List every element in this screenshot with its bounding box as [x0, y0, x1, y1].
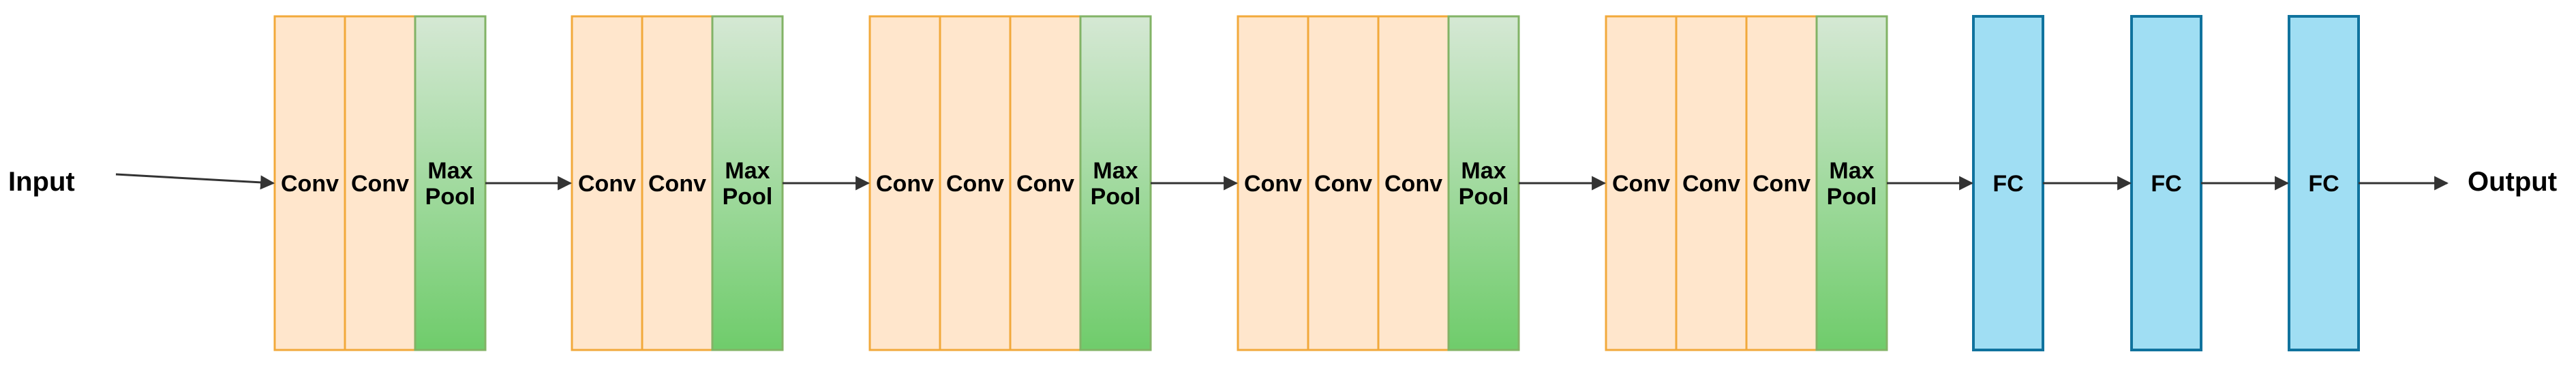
conv-layer-box — [1675, 15, 1748, 351]
conv-layer-box — [641, 15, 714, 351]
max-pool-label: Max — [1093, 158, 1138, 184]
input-label: Input — [8, 167, 75, 197]
conv-layer-label: Conv — [351, 171, 409, 197]
max-pool-label: Max — [1829, 158, 1874, 184]
connections — [115, 173, 2449, 191]
conv-layer-box — [1745, 15, 1818, 351]
max-pool-box — [1079, 15, 1152, 351]
max-pool-label: Pool — [1091, 184, 1141, 210]
max-pool-box — [1447, 15, 1520, 351]
conv-layer-box — [273, 15, 346, 351]
conv-layer-box — [1237, 15, 1309, 351]
fc-layer-label: FC — [2308, 171, 2339, 197]
conv-layer-label: Conv — [281, 171, 339, 197]
max-pool-label: Max — [427, 158, 472, 184]
conv-layer-label: Conv — [1753, 171, 1810, 197]
conv-layer-label: Conv — [876, 171, 934, 197]
conv-layer-label: Conv — [1314, 171, 1372, 197]
fc-layer-box — [1972, 15, 2044, 351]
max-pool-label: Max — [725, 158, 770, 184]
conv-layer-label: Conv — [1384, 171, 1442, 197]
conv-layer-box — [1307, 15, 1380, 351]
max-pool-box — [711, 15, 784, 351]
conv-layer-label: Conv — [946, 171, 1004, 197]
conv-layer-box — [1605, 15, 1678, 351]
fc-layers: FC FC FC — [1972, 15, 2360, 351]
fc-layer-box — [2288, 15, 2360, 351]
conv-layer-label: Conv — [578, 171, 636, 197]
max-pool-box — [1815, 15, 1888, 351]
max-pool-label: Pool — [1459, 184, 1509, 210]
connection-arrow — [115, 173, 275, 190]
conv-layer-label: Conv — [1612, 171, 1670, 197]
conv-layer-label: Conv — [648, 171, 706, 197]
conv-layer-box — [571, 15, 643, 351]
conv-layer-label: Conv — [1016, 171, 1074, 197]
conv-layer-label: Conv — [1244, 171, 1302, 197]
conv-layer-box — [868, 15, 941, 351]
max-pool-label: Max — [1461, 158, 1506, 184]
fc-layer-label: FC — [2151, 171, 2181, 197]
output-label: Output — [2468, 167, 2557, 197]
conv-layer-box — [344, 15, 416, 351]
max-pool-label: Pool — [1827, 184, 1877, 210]
max-pool-label: Pool — [723, 184, 773, 210]
max-pool-label: Pool — [425, 184, 476, 210]
fc-layer-label: FC — [1992, 171, 2023, 197]
conv-layer-box — [939, 15, 1012, 351]
conv-layer-label: Conv — [1682, 171, 1740, 197]
